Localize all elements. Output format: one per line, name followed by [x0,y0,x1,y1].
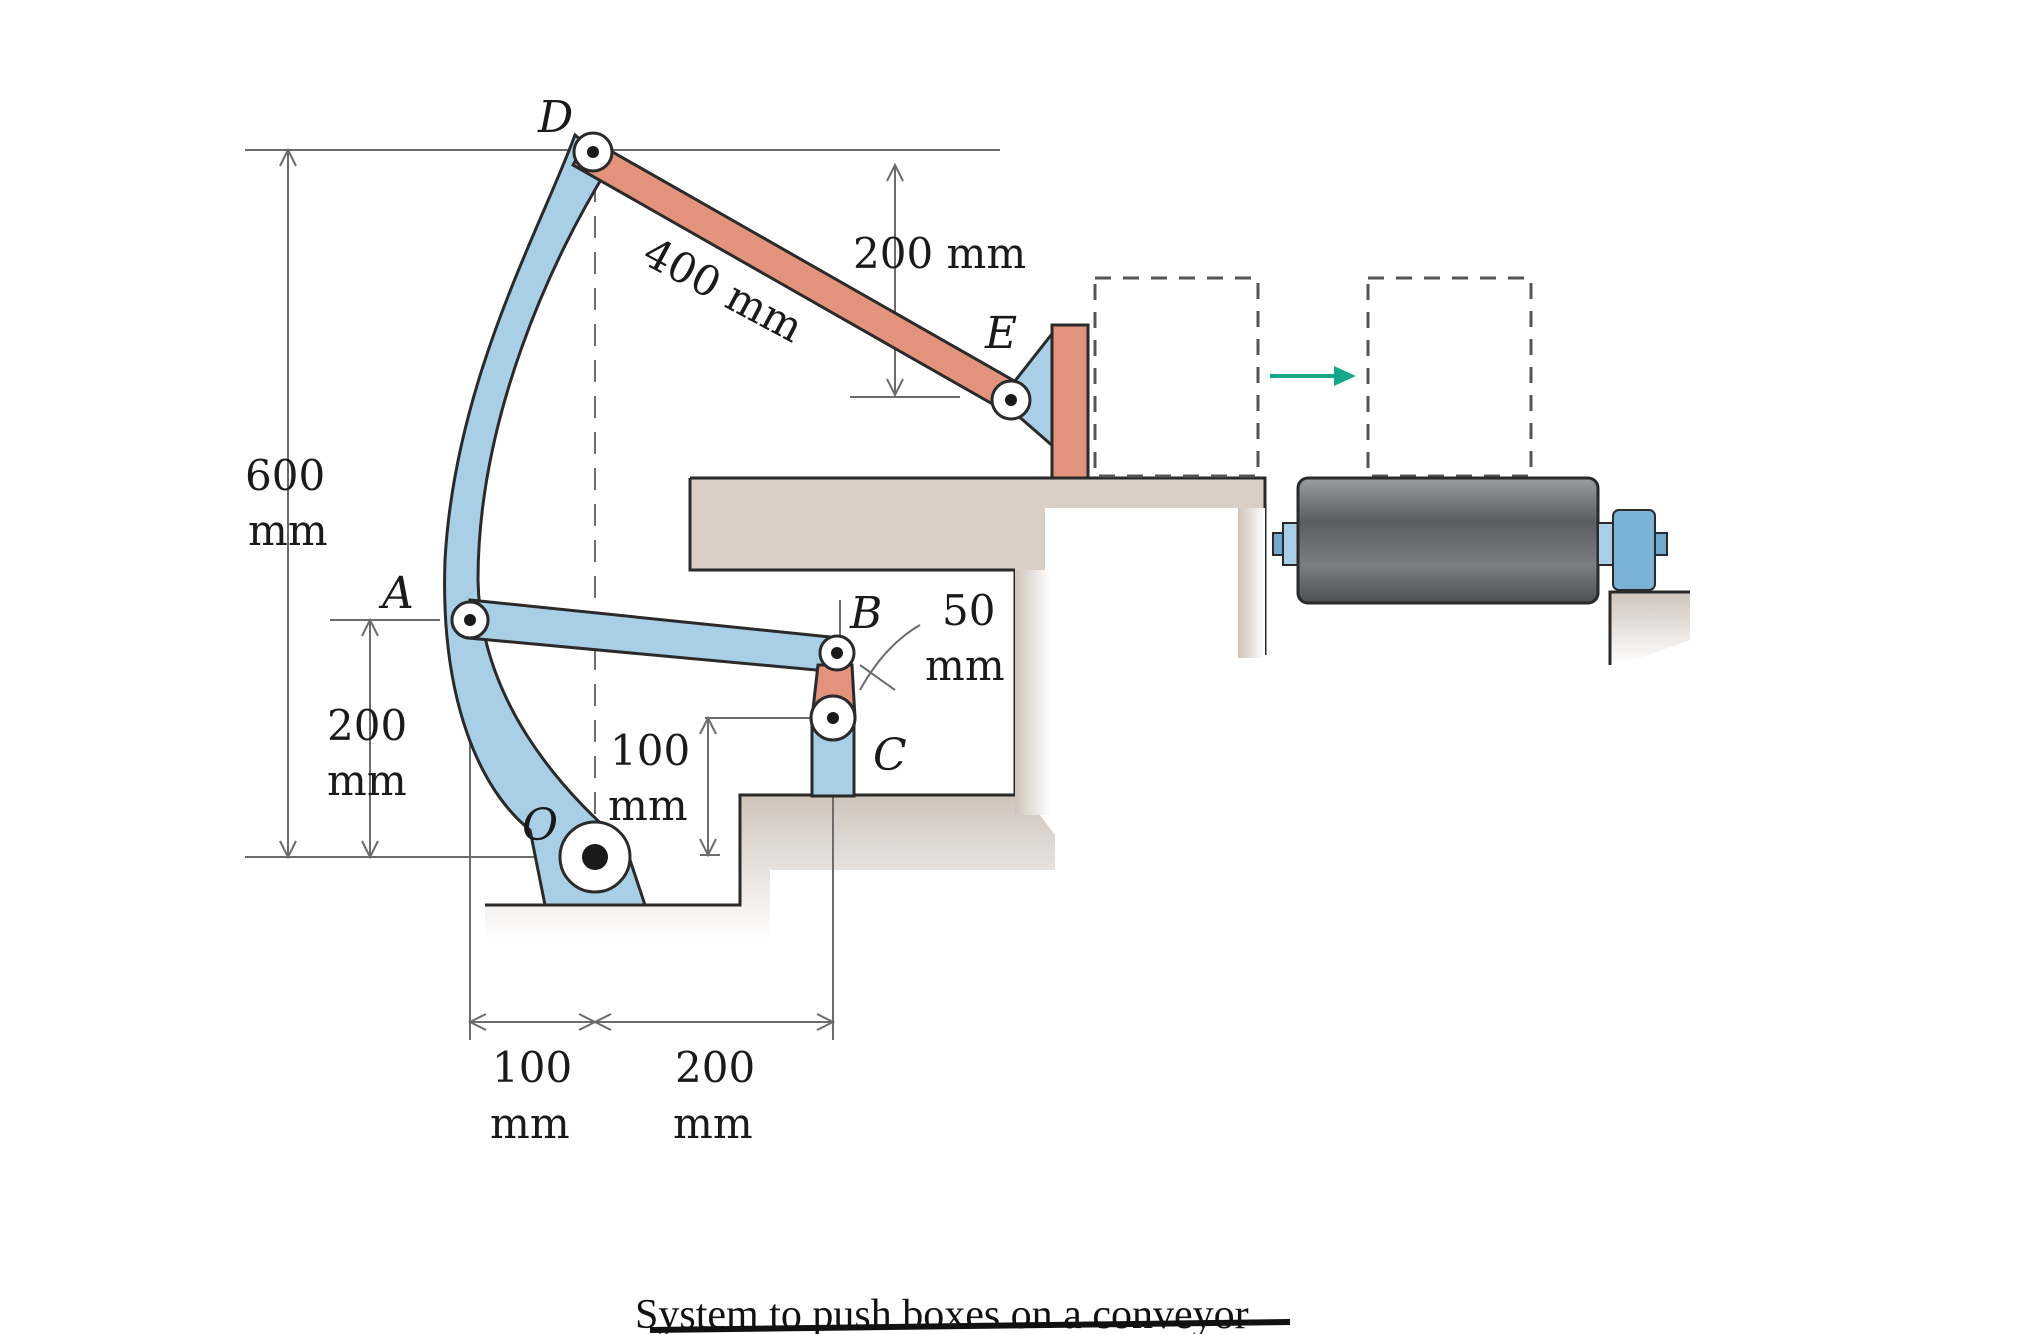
conveyor-roller [1272,476,1668,605]
pins [450,131,1032,894]
dim-bottom-right-value: 200 [675,1043,755,1092]
pusher-plate [1050,323,1090,480]
label-d: D [537,92,573,143]
pin-a [450,600,490,640]
boxes [1093,276,1533,478]
crank-body [443,132,648,907]
dim-c-height-value: 100 [610,726,690,775]
box-ghost-2 [1366,276,1533,478]
roller-drum [1296,476,1600,605]
post-shade [1238,508,1265,658]
motion-arrow [1270,366,1356,386]
dimension-labels: 600 mm 200 mm 400 mm 200 mm 50 mm 100 mm… [245,228,1026,1148]
upper-shelf [690,478,1265,655]
dim-a-height-value: 200 [327,701,407,750]
dim-a-height-unit: mm [327,756,407,805]
right-support [1610,592,1690,665]
pin-c [809,694,857,742]
pin-o [558,820,632,894]
pusher [997,323,1090,480]
pin-b [818,634,856,672]
point-labels: D E A B C O [378,92,1017,851]
box-ghost-1 [1093,276,1260,478]
dim-c-height-unit: mm [608,781,688,830]
right-support-outline [1608,590,1690,665]
caption: System to push boxes on a conveyor [635,1292,1291,1334]
dim-total-height-value: 600 [245,451,325,500]
ground-frame [485,476,1690,940]
crank-oad [443,132,648,907]
dim-total-height-unit: mm [248,506,328,555]
label-b: B [849,588,882,639]
pin-d [572,131,614,173]
ground-base [485,795,1055,940]
dim-bottom-left-unit: mm [490,1099,570,1148]
pin-e [990,379,1032,421]
dim-bc-length-unit: mm [925,641,1005,690]
wall-shade [1015,570,1050,815]
label-c: C [873,730,907,781]
label-e: E [984,308,1017,359]
dim-bottom-left-value: 100 [492,1043,572,1092]
label-a: A [378,568,414,619]
caption-underline [649,1319,1291,1333]
roller-bearing [1612,509,1656,591]
label-o: O [522,800,558,851]
dim-bottom-right-unit: mm [673,1099,753,1148]
link-ab [450,598,842,674]
dim-bc-length-value: 50 [942,586,995,635]
dim-e-drop: 200 mm [853,229,1026,278]
